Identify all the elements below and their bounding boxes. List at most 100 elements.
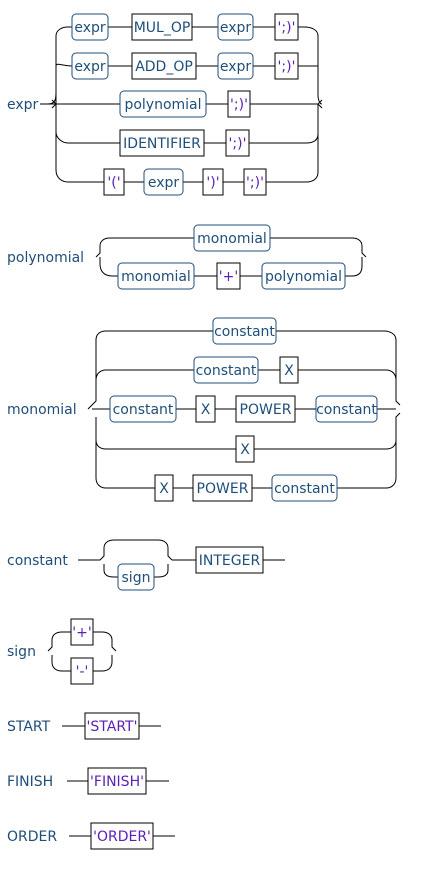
monomial-alt2-x-label: X — [284, 363, 294, 379]
rule-label-constant: constant — [7, 553, 68, 569]
rule-constant: constant sign INTEGER — [7, 539, 285, 591]
expr-alt4-identifier[interactable] — [119, 129, 205, 157]
polynomial-alt1-monomial[interactable] — [193, 224, 271, 252]
expr-alt3-semi-label: ';)' — [230, 97, 248, 113]
constant-sign[interactable] — [117, 563, 155, 591]
order-token-label: 'ORDER' — [93, 829, 151, 845]
expr-alt2-semi-label: ';)' — [278, 59, 296, 75]
expr-alt5-semi-label: ';)' — [246, 175, 264, 191]
rule-order: ORDER 'ORDER' — [7, 822, 175, 850]
expr-alt2-expr-b[interactable] — [217, 52, 254, 80]
expr-alt1-mul-op-label: MUL_OP — [134, 20, 191, 36]
polynomial-alt2-polynomial-label: polynomial — [265, 269, 342, 285]
expr-alt3-polynomial-label: polynomial — [124, 97, 201, 113]
expr-rail-left-join — [51, 99, 57, 109]
expr-alt2-semi[interactable] — [274, 52, 299, 80]
polynomial-rails-left — [95, 237, 262, 277]
monomial-alt2-constant[interactable] — [193, 356, 259, 384]
expr-alt5-expr[interactable] — [143, 168, 184, 196]
expr-alt5-rparen-label: ')' — [206, 175, 219, 191]
expr-rail-alt5 — [124, 104, 319, 183]
expr-alt3-semi[interactable] — [227, 90, 251, 118]
monomial-alt5-x[interactable] — [154, 474, 174, 502]
monomial-alt4-x-label: X — [240, 442, 250, 458]
rule-label-sign: sign — [7, 644, 36, 660]
monomial-rails-right — [254, 330, 401, 489]
expr-alt5-semi[interactable] — [243, 168, 267, 196]
monomial-alt3-power[interactable] — [235, 395, 296, 423]
expr-rail-alt1 — [108, 26, 323, 105]
order-token[interactable] — [90, 822, 154, 850]
monomial-alt3-constant-b[interactable] — [315, 395, 378, 423]
monomial-alt3-constant-a-label: constant — [113, 402, 174, 418]
expr-alt1-expr-b[interactable] — [217, 13, 254, 41]
expr-rail-right-join — [317, 99, 323, 109]
sign-plus[interactable] — [70, 618, 94, 646]
polynomial-alt2-polynomial[interactable] — [261, 262, 346, 290]
rule-label-monomial: monomial — [7, 402, 77, 418]
expr-alt1-expr-a[interactable] — [71, 13, 109, 41]
monomial-alt2-constant-label: constant — [196, 363, 257, 379]
monomial-rails-left — [87, 330, 236, 489]
rule-label-start: START — [7, 719, 51, 735]
expr-alt1-semi[interactable] — [274, 13, 299, 41]
expr-alt1-semi-label: ';)' — [278, 20, 296, 36]
polynomial-alt2-plus-label: '+' — [219, 269, 238, 285]
monomial-alt3-power-label: POWER — [240, 402, 292, 418]
constant-rails — [78, 539, 285, 578]
monomial-alt5-constant-label: constant — [274, 481, 335, 497]
sign-minus-label: '-' — [76, 664, 89, 680]
monomial-alt1-constant-label: constant — [214, 324, 275, 340]
expr-alt2-add-op-label: ADD_OP — [135, 59, 193, 75]
expr-alt3-polynomial[interactable] — [119, 90, 207, 118]
monomial-alt4-x[interactable] — [235, 435, 255, 463]
monomial-alt3-x[interactable] — [195, 395, 216, 423]
polynomial-alt2-monomial-label: monomial — [121, 269, 191, 285]
start-token-label: 'START' — [87, 719, 138, 735]
monomial-rails-inner — [173, 408, 316, 489]
expr-alt1-mul-op[interactable] — [131, 13, 193, 41]
rule-polynomial: polynomial monomial monomial '+' polynom… — [7, 224, 367, 290]
constant-integer[interactable] — [195, 546, 264, 574]
rule-monomial: monomial constant constant X constant X … — [7, 317, 401, 502]
start-token[interactable] — [84, 712, 140, 740]
expr-alt2-expr-a-label: expr — [74, 59, 106, 75]
rule-start: START 'START' — [7, 712, 161, 740]
monomial-alt3-constant-a[interactable] — [109, 395, 177, 423]
monomial-alt1-constant[interactable] — [212, 317, 277, 345]
polynomial-alt2-monomial[interactable] — [117, 262, 195, 290]
rule-expr: expr expr MUL_OP expr ';)' expr ADD_OP e… — [7, 13, 323, 196]
expr-alt2-expr-b-label: expr — [220, 59, 252, 75]
rule-sign: sign '+' '-' — [7, 618, 117, 685]
polynomial-alt2-plus[interactable] — [216, 262, 241, 290]
monomial-alt5-constant[interactable] — [271, 474, 338, 502]
constant-integer-label: INTEGER — [199, 553, 261, 569]
monomial-alt5-power[interactable] — [192, 474, 253, 502]
expr-alt1-expr-b-label: expr — [220, 20, 252, 36]
rule-finish: FINISH 'FINISH' — [7, 767, 169, 795]
polynomial-rails-right — [270, 237, 367, 277]
expr-alt4-semi-label: ';)' — [229, 136, 247, 152]
expr-rail-left — [40, 26, 120, 183]
expr-alt2-expr-a[interactable] — [71, 52, 109, 80]
expr-alt4-identifier-label: IDENTIFIER — [123, 136, 201, 152]
monomial-alt3-constant-b-label: constant — [316, 402, 377, 418]
expr-alt1-expr-a-label: expr — [74, 20, 106, 36]
monomial-alt3-x-label: X — [201, 402, 211, 418]
expr-alt5-rparen[interactable] — [202, 168, 224, 196]
polynomial-alt1-monomial-label: monomial — [197, 231, 267, 247]
rule-label-expr: expr — [7, 97, 39, 113]
monomial-alt5-x-label: X — [159, 481, 169, 497]
expr-alt2-add-op[interactable] — [131, 52, 197, 80]
rule-label-polynomial: polynomial — [7, 250, 84, 266]
expr-alt5-lparen[interactable] — [103, 168, 125, 196]
sign-rails — [47, 631, 117, 672]
monomial-alt2-x[interactable] — [279, 356, 299, 384]
expr-alt4-semi[interactable] — [225, 129, 250, 157]
constant-sign-label: sign — [122, 570, 151, 586]
finish-token[interactable] — [87, 767, 147, 795]
sign-minus[interactable] — [70, 657, 94, 685]
rule-label-finish: FINISH — [7, 774, 53, 790]
sign-plus-label: '+' — [72, 625, 91, 641]
